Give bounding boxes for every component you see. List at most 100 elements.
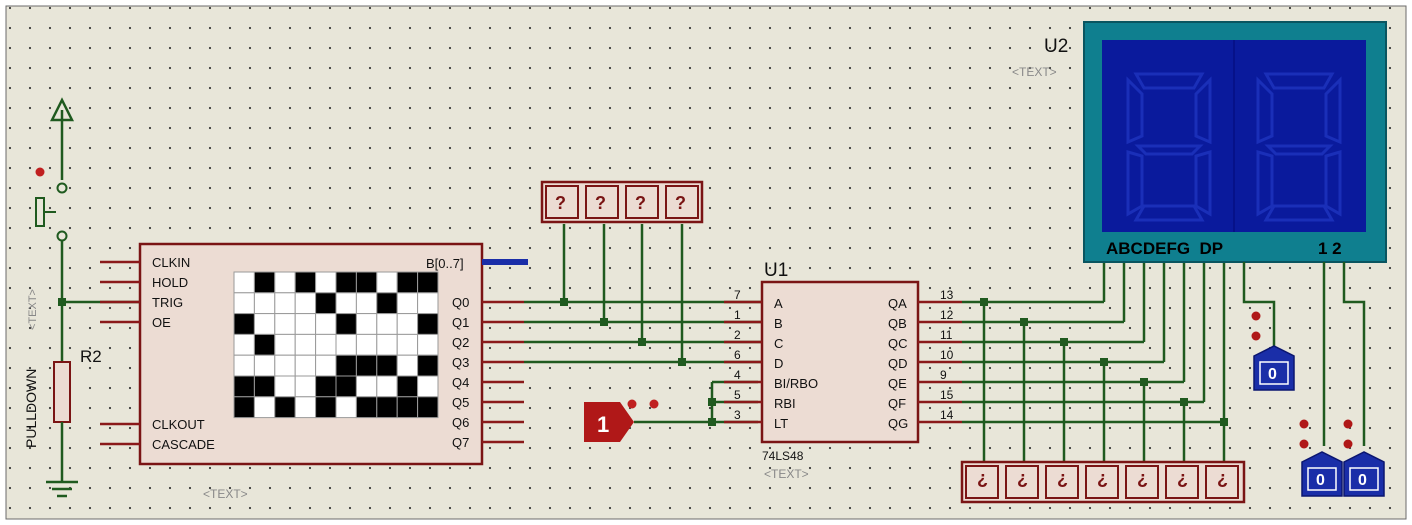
matrix-cell[interactable] — [253, 292, 276, 315]
seven-segment-display[interactable]: U2 <TEXT> ABCDEFG DP 1 2 — [1012, 21, 1387, 263]
decoder-output-wires[interactable] — [962, 262, 1228, 462]
matrix-cell[interactable] — [335, 333, 357, 356]
matrix-cell[interactable] — [315, 354, 337, 377]
logic-probe[interactable] — [1165, 465, 1199, 499]
power-terminal[interactable] — [49, 97, 75, 180]
ground-symbol[interactable] — [46, 480, 78, 498]
matrix-cell[interactable] — [294, 313, 317, 335]
matrix-cell[interactable] — [376, 375, 398, 398]
matrix-cell[interactable] — [417, 396, 439, 419]
matrix-cell[interactable] — [233, 375, 255, 398]
logic-probe[interactable] — [1085, 465, 1119, 499]
matrix-cell[interactable] — [396, 292, 419, 315]
logic-probe[interactable] — [965, 465, 999, 499]
logic-probe[interactable] — [1005, 465, 1039, 499]
matrix-cell[interactable] — [355, 271, 378, 294]
matrix-cell[interactable] — [315, 333, 337, 356]
matrix-cell[interactable] — [396, 396, 419, 419]
matrix-cell[interactable] — [315, 313, 337, 335]
matrix-cell[interactable] — [335, 313, 357, 335]
matrix-cell[interactable] — [376, 313, 398, 335]
matrix-cell[interactable] — [396, 271, 419, 294]
matrix-cell[interactable] — [376, 292, 398, 315]
matrix-cell[interactable] — [274, 375, 296, 398]
matrix-cell[interactable] — [396, 375, 419, 398]
matrix-cell[interactable] — [294, 354, 317, 377]
matrix-cell[interactable] — [417, 354, 439, 377]
logic-probe[interactable] — [625, 185, 659, 219]
matrix-cell[interactable] — [274, 396, 296, 419]
matrix-cell[interactable] — [315, 375, 337, 398]
logic-probe[interactable] — [545, 185, 579, 219]
bottom-probe-group[interactable]: ??????? — [960, 460, 1246, 504]
matrix-cell[interactable] — [294, 292, 317, 315]
matrix-cell[interactable] — [335, 375, 357, 398]
matrix-cell[interactable] — [376, 354, 398, 377]
matrix-cell[interactable] — [253, 375, 276, 398]
decoder-74ls48[interactable]: U1 74LS48 <TEXT> 7A1B2C6D4BI/RBO5RBI3LT … — [724, 260, 962, 481]
display-control-wires[interactable] — [1242, 262, 1366, 446]
matrix-cell[interactable] — [376, 333, 398, 356]
matrix-cell[interactable] — [376, 396, 398, 419]
matrix-cell[interactable] — [417, 313, 439, 335]
wire-dp[interactable] — [1242, 262, 1276, 346]
matrix-cell[interactable] — [355, 375, 378, 398]
matrix-cell[interactable] — [417, 271, 439, 294]
matrix-cell[interactable] — [253, 333, 276, 356]
logic-probe[interactable] — [585, 185, 619, 219]
matrix-cell[interactable] — [355, 333, 378, 356]
matrix-cell[interactable] — [294, 396, 317, 419]
matrix-cell[interactable] — [233, 354, 255, 377]
logic-probe[interactable] — [1205, 465, 1239, 499]
matrix-cell[interactable] — [335, 396, 357, 419]
logic-probe[interactable] — [665, 185, 699, 219]
matrix-cell[interactable] — [253, 354, 276, 377]
matrix-cell[interactable] — [417, 333, 439, 356]
matrix-cell[interactable] — [274, 292, 296, 315]
matrix-cell[interactable] — [335, 354, 357, 377]
matrix-cell[interactable] — [274, 313, 296, 335]
matrix-cell[interactable] — [355, 396, 378, 419]
pushbutton-switch[interactable] — [35, 167, 68, 303]
matrix-cell[interactable] — [274, 271, 296, 294]
matrix-cell[interactable] — [294, 271, 317, 294]
matrix-cell[interactable] — [274, 354, 296, 377]
matrix-cell[interactable] — [315, 271, 337, 294]
matrix-cell[interactable] — [396, 354, 419, 377]
matrix-cell[interactable] — [253, 313, 276, 335]
matrix-cell[interactable] — [396, 313, 419, 335]
wire-digit-2[interactable] — [1342, 262, 1366, 446]
matrix-cell[interactable] — [396, 333, 419, 356]
resistor-r2[interactable]: R2 PULLDOWN <TEXT> — [23, 289, 102, 482]
matrix-cell[interactable] — [376, 271, 398, 294]
logic-probe[interactable] — [1045, 465, 1079, 499]
junction-dot — [1140, 378, 1148, 386]
top-probe-group[interactable]: ???? — [540, 180, 704, 224]
matrix-cell[interactable] — [335, 292, 357, 315]
matrix-cell[interactable] — [355, 292, 378, 315]
q-wires[interactable] — [524, 224, 762, 366]
matrix-cell[interactable] — [335, 271, 357, 294]
matrix-cell[interactable] — [233, 313, 255, 335]
matrix-cell[interactable] — [233, 396, 255, 419]
matrix-cell[interactable] — [417, 375, 439, 398]
pattern-matrix[interactable] — [233, 271, 439, 419]
matrix-cell[interactable] — [315, 396, 337, 419]
matrix-cell[interactable] — [253, 396, 276, 419]
matrix-cell[interactable] — [233, 271, 255, 294]
junction-dot — [560, 298, 568, 306]
matrix-cell[interactable] — [233, 333, 255, 356]
matrix-cell[interactable] — [315, 292, 337, 315]
logic-probe[interactable] — [1125, 465, 1159, 499]
matrix-cell[interactable] — [294, 375, 317, 398]
matrix-cell[interactable] — [355, 313, 378, 335]
matrix-cell[interactable] — [274, 333, 296, 356]
matrix-cell[interactable] — [233, 292, 255, 315]
matrix-cell[interactable] — [355, 354, 378, 377]
matrix-cell[interactable] — [253, 271, 276, 294]
matrix-cell[interactable] — [417, 292, 439, 315]
matrix-cell[interactable] — [294, 333, 317, 356]
